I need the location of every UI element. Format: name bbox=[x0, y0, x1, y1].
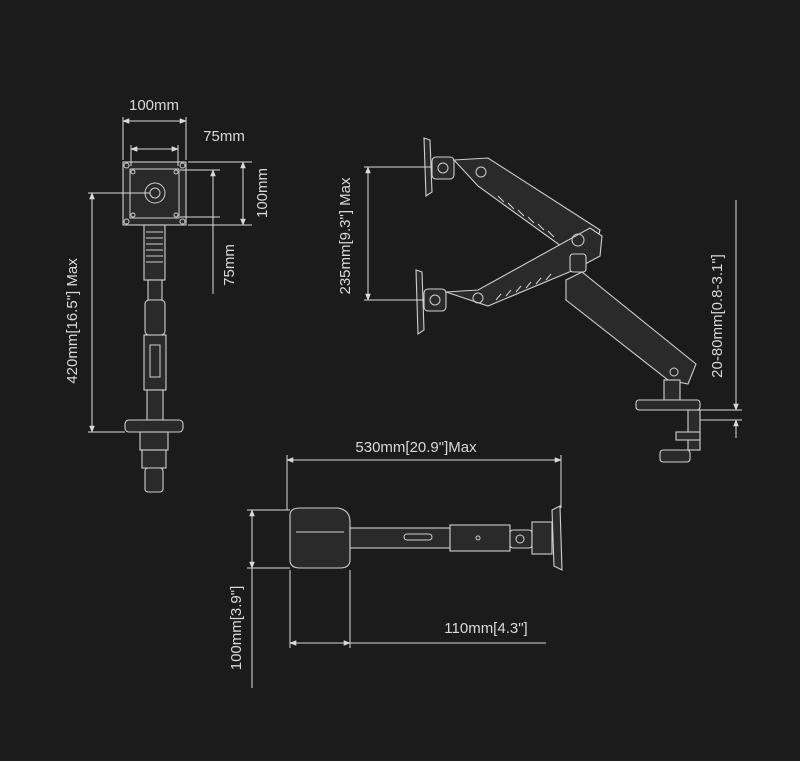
vesa-width-75-label: 75mm bbox=[203, 128, 245, 145]
max-reach-label: 530mm[20.9"]Max bbox=[355, 439, 477, 456]
top-view: 530mm[20.9"]Max 110mm[4.3"] 100mm[3.9"] bbox=[228, 439, 563, 688]
vesa-height-75-label: 75mm bbox=[221, 244, 238, 286]
side-view: 235mm[9.3"] Max 20-80mm[0.8-3.1"] bbox=[337, 137, 742, 463]
clamp-thickness-label: 20-80mm[0.8-3.1"] bbox=[709, 254, 726, 378]
vesa-width-100-label: 100mm bbox=[129, 97, 179, 114]
front-view: 100mm 75mm 100mm 75mm 420mm[16.5"] Max bbox=[64, 97, 271, 493]
base-depth-label: 110mm[4.3"] bbox=[444, 620, 527, 637]
base-width-label: 100mm[3.9"] bbox=[228, 586, 245, 671]
max-height-label: 420mm[16.5"] Max bbox=[64, 258, 81, 384]
vesa-height-100-label: 100mm bbox=[254, 168, 271, 218]
vertical-travel-label: 235mm[9.3"] Max bbox=[337, 177, 354, 295]
